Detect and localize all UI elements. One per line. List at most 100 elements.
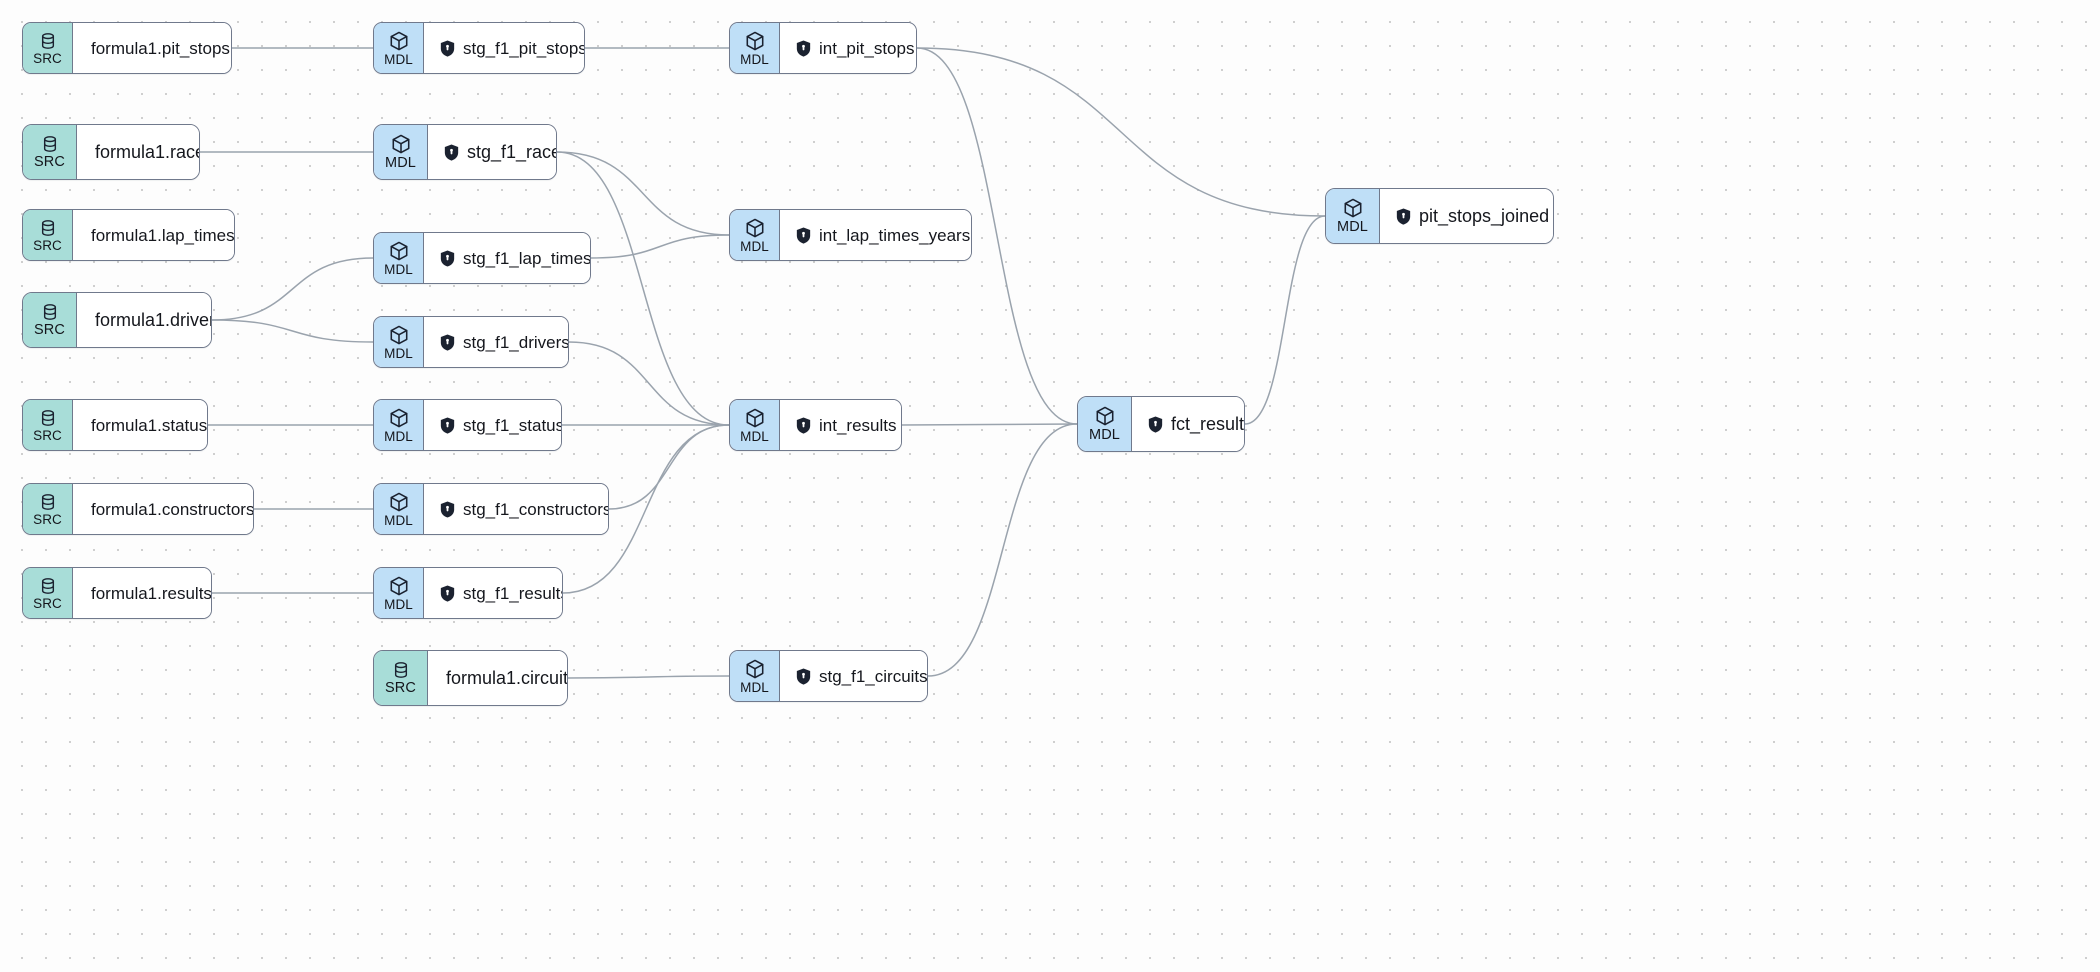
graph-node-pit_stops_joined[interactable]: MDL pit_stops_joined [1325, 188, 1554, 244]
graph-node-stg_drivers[interactable]: MDL stg_f1_drivers [373, 316, 569, 368]
graph-edge-int_results-to-fct_results [901, 423, 1078, 426]
graph-edge-fct_results-to-pit_stops_joined [1244, 215, 1326, 425]
cube-icon [744, 407, 766, 429]
node-type-badge-src: SRC [23, 293, 77, 347]
shield-icon [440, 39, 455, 57]
graph-edge-src_drivers-to-stg_lap_times [211, 257, 374, 321]
graph-node-stg_lap_times[interactable]: MDL stg_f1_lap_times [373, 232, 591, 284]
graph-node-fct_results[interactable]: MDL fct_results [1077, 396, 1245, 452]
shield-icon [444, 143, 459, 161]
graph-edge-src_circuits-to-stg_circuits [567, 675, 730, 679]
node-type-label: MDL [384, 512, 413, 528]
graph-node-src_races[interactable]: SRC formula1.races [22, 124, 200, 180]
node-type-badge-src: SRC [23, 23, 73, 73]
node-body: int_pit_stops [780, 23, 916, 73]
node-body: stg_f1_constructors [424, 484, 608, 534]
database-icon [40, 134, 60, 154]
node-label: stg_f1_circuits [819, 666, 928, 686]
node-type-badge-src: SRC [23, 210, 73, 260]
node-body: stg_f1_pit_stops [424, 23, 585, 73]
graph-edge-src_drivers-to-stg_drivers [211, 319, 374, 343]
node-type-label: MDL [740, 428, 769, 444]
node-type-badge-src: SRC [23, 484, 73, 534]
node-body: stg_f1_lap_times [424, 233, 591, 283]
shield-icon [1148, 415, 1163, 433]
node-type-label: MDL [740, 238, 769, 254]
graph-node-int_lap_times_years[interactable]: MDL int_lap_times_years [729, 209, 972, 261]
node-label: formula1.circuits [446, 668, 568, 688]
cube-icon [1342, 197, 1364, 219]
node-type-badge-mdl: MDL [1326, 189, 1380, 243]
shield-icon [796, 39, 811, 57]
node-type-label: MDL [384, 261, 413, 277]
database-icon [40, 302, 60, 322]
graph-edge-stg_races-to-int_results [556, 151, 730, 426]
database-icon [38, 218, 58, 238]
graph-node-stg_status[interactable]: MDL stg_f1_status [373, 399, 562, 451]
graph-edge-int_pit_stops-to-pit_stops_joined [916, 47, 1326, 217]
shield-icon [796, 226, 811, 244]
node-type-label: MDL [740, 679, 769, 695]
node-body: formula1.lap_times [73, 210, 235, 260]
node-label: fct_results [1171, 414, 1245, 434]
node-type-badge-mdl: MDL [730, 23, 780, 73]
graph-node-stg_circuits[interactable]: MDL stg_f1_circuits [729, 650, 928, 702]
node-body: stg_f1_races [428, 125, 556, 179]
node-label: stg_f1_results [463, 583, 563, 603]
node-type-badge-src: SRC [23, 568, 73, 618]
node-type-badge-mdl: MDL [374, 125, 428, 179]
graph-node-int_pit_stops[interactable]: MDL int_pit_stops [729, 22, 917, 74]
graph-edge-stg_races-to-int_lap_times_years [556, 151, 730, 236]
node-label: stg_f1_races [467, 142, 556, 162]
node-type-label: MDL [384, 596, 413, 612]
node-type-badge-src: SRC [23, 400, 73, 450]
node-body: stg_f1_circuits [780, 651, 928, 701]
cube-icon [388, 324, 410, 346]
cube-icon [390, 133, 412, 155]
node-label: stg_f1_status [463, 415, 562, 435]
graph-edge-stg_lap_times-to-int_lap_times_years [590, 234, 730, 259]
node-type-label: SRC [34, 154, 65, 171]
node-type-badge-mdl: MDL [374, 317, 424, 367]
graph-node-stg_pit_stops[interactable]: MDL stg_f1_pit_stops [373, 22, 585, 74]
node-label: stg_f1_lap_times [463, 248, 591, 268]
graph-node-int_results[interactable]: MDL int_results [729, 399, 902, 451]
node-label: stg_f1_pit_stops [463, 38, 585, 58]
node-label: formula1.races [95, 142, 199, 162]
graph-node-src_lap_times[interactable]: SRC formula1.lap_times [22, 209, 235, 261]
node-type-badge-mdl: MDL [730, 400, 780, 450]
graph-node-stg_races[interactable]: MDL stg_f1_races [373, 124, 557, 180]
shield-icon [440, 584, 455, 602]
node-label: int_results [819, 415, 897, 435]
node-body: int_results [780, 400, 901, 450]
graph-node-stg_constructors[interactable]: MDL stg_f1_constructors [373, 483, 609, 535]
graph-node-src_status[interactable]: SRC formula1.status [22, 399, 208, 451]
cube-icon [388, 30, 410, 52]
node-label: formula1.lap_times [91, 225, 235, 245]
cube-icon [388, 407, 410, 429]
node-label: formula1.status [91, 415, 208, 435]
cube-icon [1094, 405, 1116, 427]
graph-node-stg_results[interactable]: MDL stg_f1_results [373, 567, 563, 619]
node-type-label: SRC [33, 595, 62, 611]
shield-icon [440, 249, 455, 267]
node-type-label: MDL [385, 155, 416, 172]
database-icon [391, 660, 411, 680]
cube-icon [744, 658, 766, 680]
node-type-badge-mdl: MDL [374, 233, 424, 283]
node-label: int_pit_stops [819, 38, 915, 58]
node-body: formula1.constructors [73, 484, 253, 534]
database-icon [38, 31, 58, 51]
database-icon [38, 576, 58, 596]
node-label: int_lap_times_years [819, 225, 971, 245]
shield-icon [796, 416, 811, 434]
cube-icon [388, 240, 410, 262]
node-type-label: MDL [384, 345, 413, 361]
